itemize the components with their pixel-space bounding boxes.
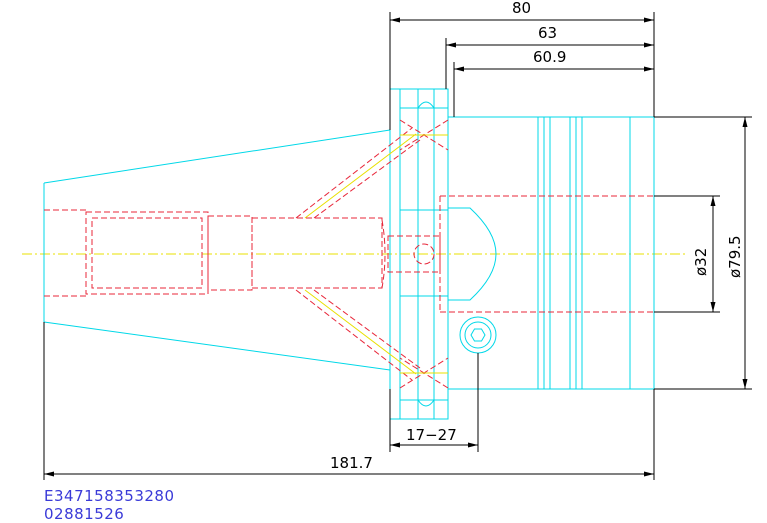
dimension-17-27-label: 17−27 (406, 426, 457, 444)
set-screw (459, 316, 497, 354)
internal-bore (44, 119, 654, 389)
dimension-dia-32 (654, 195, 720, 313)
dimension-17-27 (389, 353, 479, 452)
taper-shank (43, 129, 391, 371)
part-number: 02881526 (44, 505, 125, 523)
dimension-80-label: 80 (512, 0, 531, 17)
flange (389, 88, 449, 420)
dimension-60-9 (453, 62, 654, 117)
dimension-dia-79-5-label: ø79.5 (726, 235, 744, 278)
part-code: E347158353280 (44, 487, 175, 505)
channel-axes (304, 133, 448, 375)
dimension-181-7 (43, 322, 655, 480)
dimension-63-label: 63 (538, 24, 557, 42)
dimension-60-9-label: 60.9 (533, 48, 566, 66)
body (447, 116, 655, 390)
dimension-80 (389, 12, 655, 130)
dimension-dia-32-label: ø32 (692, 248, 710, 276)
dimension-dia-79-5 (654, 116, 752, 390)
dimension-63 (445, 38, 654, 89)
dimension-181-7-label: 181.7 (330, 454, 373, 472)
